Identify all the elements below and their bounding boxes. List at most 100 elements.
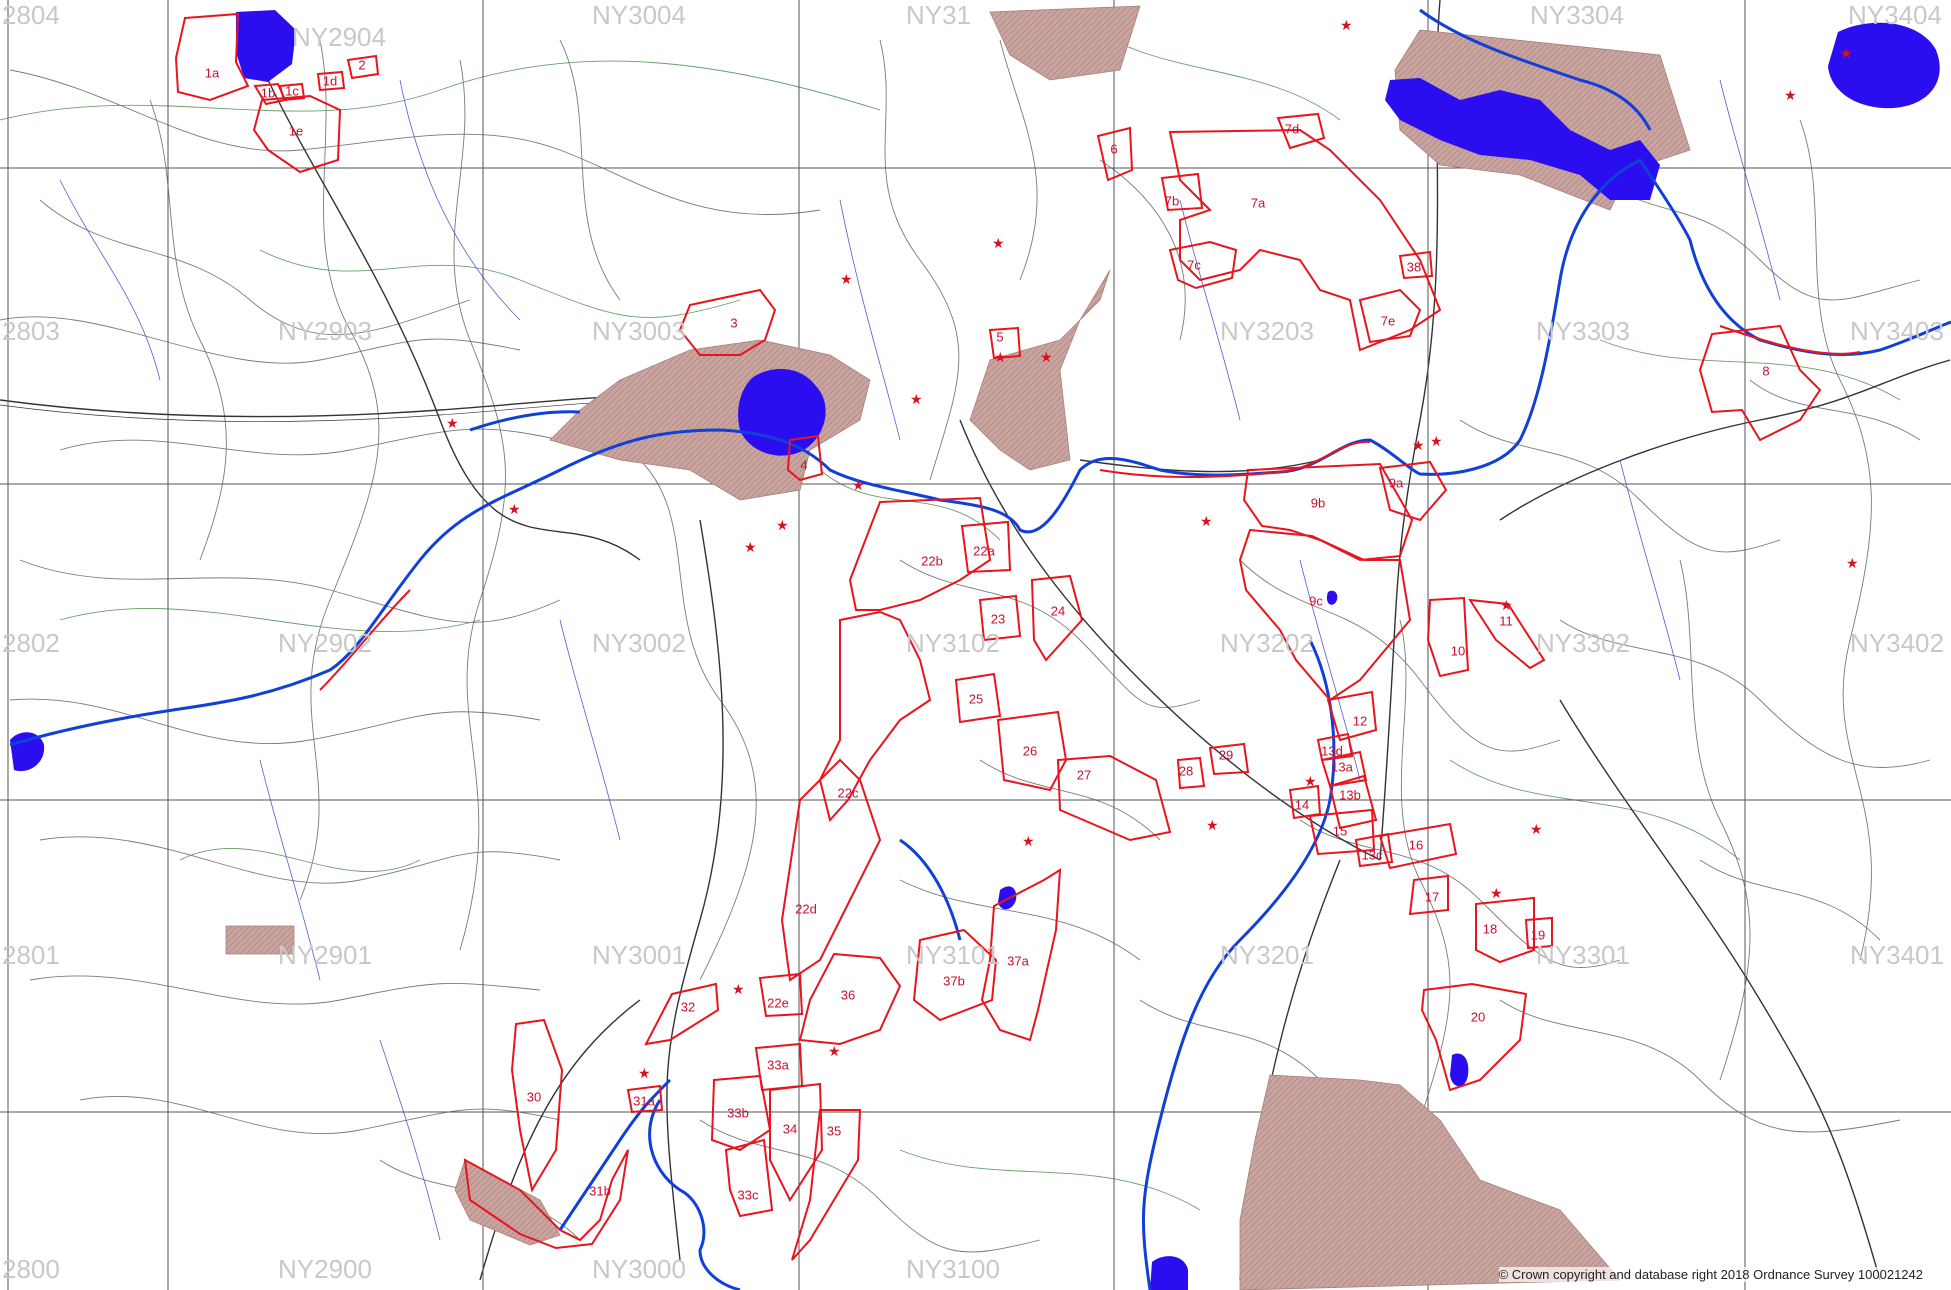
parcel-6[interactable] xyxy=(1096,126,1134,182)
star-icon: ★ xyxy=(1040,350,1053,366)
parcel-23[interactable] xyxy=(978,594,1022,642)
parcel-label: 18 xyxy=(1483,921,1497,936)
parcel-30[interactable] xyxy=(510,1018,564,1193)
star-icon: ★ xyxy=(1490,886,1503,902)
parcel-label: 8 xyxy=(1762,363,1769,378)
parcel-10[interactable] xyxy=(1426,596,1470,678)
parcel-label: 11 xyxy=(1499,613,1513,628)
parcel-22d[interactable] xyxy=(780,758,882,982)
star-icon: ★ xyxy=(744,540,757,556)
parcel-34[interactable] xyxy=(769,1082,824,1203)
parcel-37a[interactable] xyxy=(980,868,1062,1042)
parcel-22a[interactable] xyxy=(960,520,1012,574)
grid-label: NY2903 xyxy=(278,316,372,346)
star-icon: ★ xyxy=(994,350,1007,366)
star-icon: ★ xyxy=(1430,434,1443,450)
parcel-label: 13c xyxy=(1362,847,1383,862)
parcel-3[interactable] xyxy=(678,288,777,356)
parcel-label: 37a xyxy=(1007,953,1029,968)
parcel-label: 5 xyxy=(996,329,1003,344)
parcel-label: 4 xyxy=(800,457,807,472)
grid-label: NY3001 xyxy=(592,940,686,970)
parcel-label: 7c xyxy=(1187,257,1201,272)
parcel-33b[interactable] xyxy=(710,1074,772,1152)
parcel-1d[interactable] xyxy=(316,70,346,92)
parcel-9c[interactable] xyxy=(1238,528,1412,702)
parcel-label: 17 xyxy=(1425,889,1439,904)
parcel-13c[interactable] xyxy=(1354,832,1394,868)
parcel-1c[interactable] xyxy=(278,82,306,102)
star-icon: ★ xyxy=(828,1044,841,1060)
parcel-9a[interactable] xyxy=(1378,460,1448,522)
designated-area-south-large xyxy=(1239,1074,1621,1290)
parcel-label: 30 xyxy=(527,1089,541,1104)
star-icon: ★ xyxy=(1412,438,1425,454)
parcel-1a[interactable] xyxy=(174,12,250,102)
parcel-27[interactable] xyxy=(1056,754,1172,842)
parcel-18[interactable] xyxy=(1475,896,1535,964)
parcel-label: 22e xyxy=(767,995,789,1010)
parcel-label: 19 xyxy=(1531,927,1545,942)
parcel-14[interactable] xyxy=(1288,784,1322,820)
parcel-label: 24 xyxy=(1051,603,1065,618)
river-north-branch xyxy=(1419,8,1652,131)
star-icon: ★ xyxy=(1340,18,1353,34)
parcel-label: 31b xyxy=(589,1183,611,1198)
river-south-2 xyxy=(899,838,962,941)
designated-area-small-west xyxy=(225,925,295,955)
parcel-13d[interactable] xyxy=(1316,732,1354,762)
parcel-20[interactable] xyxy=(1420,982,1528,1092)
parcel-31a[interactable] xyxy=(626,1084,664,1114)
grid-label: NY3000 xyxy=(592,1254,686,1284)
parcel-36[interactable] xyxy=(798,952,902,1046)
parcel-24[interactable] xyxy=(1030,574,1084,662)
parcel-label: 1a xyxy=(205,65,220,80)
parcel-7b[interactable] xyxy=(1160,172,1204,212)
parcel-11[interactable] xyxy=(1468,598,1546,670)
parcel-7e[interactable] xyxy=(1358,288,1422,344)
parcel-37b[interactable] xyxy=(912,928,998,1022)
star-icon: ★ xyxy=(992,236,1005,252)
parcel-7c[interactable] xyxy=(1168,240,1238,290)
parcel-12[interactable] xyxy=(1326,690,1378,742)
parcel-label: 33c xyxy=(738,1187,759,1202)
parcel-38[interactable] xyxy=(1398,250,1434,280)
star-icon: ★ xyxy=(1530,822,1543,838)
parcel-22c[interactable] xyxy=(818,610,932,823)
parcel-17[interactable] xyxy=(1408,874,1449,916)
grid-label: NY3100 xyxy=(906,1254,1000,1284)
star-icon: ★ xyxy=(1846,556,1859,572)
parcel-25[interactable] xyxy=(954,672,1002,724)
pond-20 xyxy=(1450,1053,1469,1087)
parcel-28[interactable] xyxy=(1176,756,1206,790)
lake-northeast-chain xyxy=(1385,78,1660,200)
parcel-label: 1d xyxy=(323,73,337,88)
star-icon: ★ xyxy=(1304,774,1317,790)
parcel-7a[interactable] xyxy=(1168,128,1442,352)
parcel-7d[interactable] xyxy=(1276,112,1326,150)
parcel-19[interactable] xyxy=(1524,916,1553,950)
parcel-16[interactable] xyxy=(1378,822,1458,870)
star-icon: ★ xyxy=(446,416,459,432)
parcel-22e[interactable] xyxy=(758,972,804,1018)
parcel-label: 9c xyxy=(1309,593,1323,608)
parcel-15[interactable] xyxy=(1308,808,1376,856)
parcel-label: 7d xyxy=(1285,121,1299,136)
parcel-32[interactable] xyxy=(644,982,720,1046)
grid-label: NY3303 xyxy=(1536,316,1630,346)
parcel-22b[interactable] xyxy=(848,496,992,611)
parcel-4[interactable] xyxy=(786,434,824,482)
parcel-label: 22c xyxy=(838,785,859,800)
parcel-31b[interactable] xyxy=(463,1149,629,1250)
parcel-33c[interactable] xyxy=(724,1138,774,1218)
parcel-label: 13a xyxy=(1331,759,1353,774)
parcel-1e[interactable] xyxy=(252,94,342,174)
parcel-5[interactable] xyxy=(988,326,1022,360)
parcel-29[interactable] xyxy=(1208,742,1250,776)
star-icon: ★ xyxy=(852,478,865,494)
parcel-2[interactable] xyxy=(346,54,380,80)
parcel-35[interactable] xyxy=(791,1109,862,1261)
